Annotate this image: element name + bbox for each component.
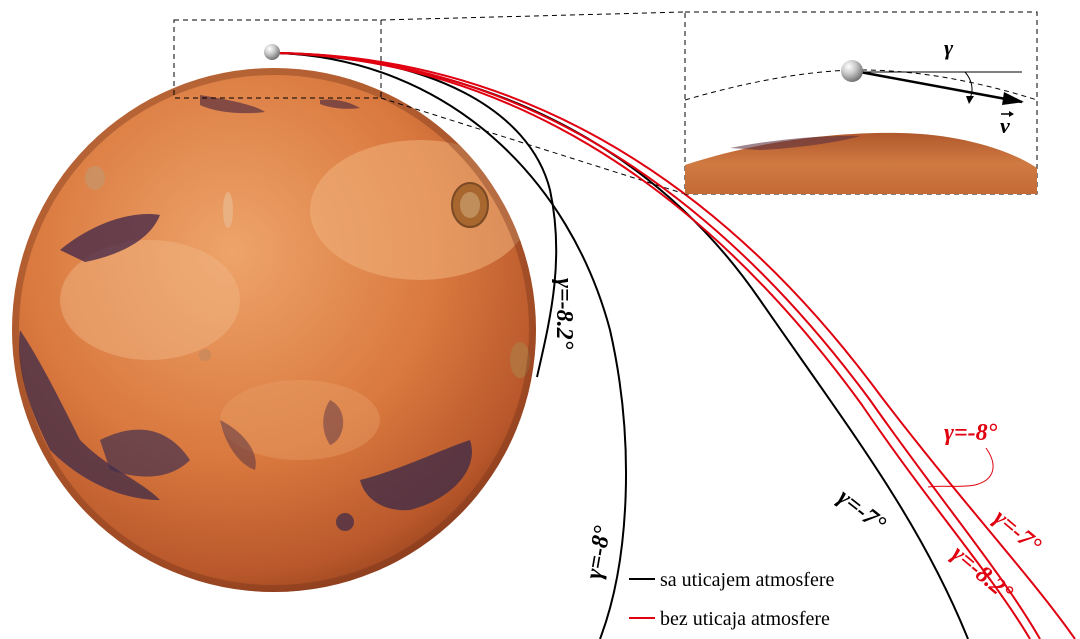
label-red-7: γ=-7° <box>988 505 1046 559</box>
spacecraft-icon <box>264 44 280 60</box>
inset-velocity-label: v <box>1000 113 1010 138</box>
legend-label-without-atmosphere: bez uticaja atmosfere <box>660 608 830 630</box>
trajectories-without-atmosphere <box>277 52 1076 639</box>
trajectory-red-8.2 <box>277 52 1031 639</box>
label-red-8: γ=-8° <box>944 420 998 446</box>
spacecraft-inset-icon <box>841 60 863 82</box>
trajectory-red-8 <box>277 52 1041 639</box>
inset-angle-label: γ <box>944 35 954 60</box>
label-black-8.2: γ=-8.2° <box>551 278 577 350</box>
trajectory-red-7 <box>277 52 1076 639</box>
trajectory-black-8 <box>277 52 627 639</box>
label-black-7: γ=-7° <box>832 484 890 538</box>
mars-planet <box>12 68 536 592</box>
inset-zoom-panel: γ v <box>684 11 1038 195</box>
label-black-8: γ=-8° <box>581 524 616 581</box>
zoom-region <box>173 11 686 195</box>
label-red-8.2: γ=-8.2° <box>946 541 1018 607</box>
legend: sa uticajem atmosfere bez uticaja atmosf… <box>629 569 834 630</box>
legend-label-with-atmosphere: sa uticajem atmosfere <box>660 569 834 591</box>
